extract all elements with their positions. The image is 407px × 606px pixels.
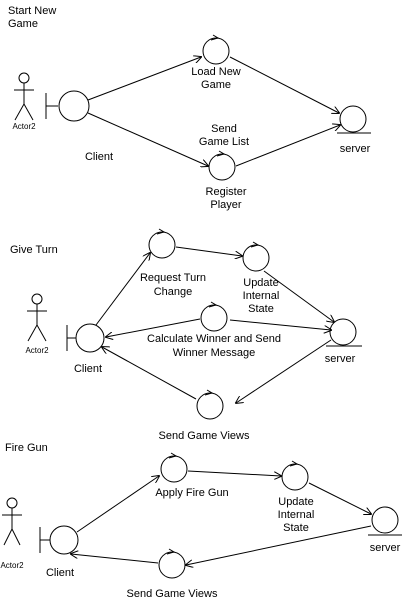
control-label-register-player: Player — [210, 199, 242, 211]
control-icon — [158, 548, 186, 579]
association-arrow — [235, 125, 340, 167]
actor-icon — [27, 293, 47, 342]
association-arrow — [102, 347, 197, 400]
association-arrow — [263, 270, 334, 322]
server-label: server — [340, 143, 371, 155]
association-arrow — [229, 319, 331, 330]
server-entity-icon — [326, 318, 362, 347]
section-title: Give Turn — [10, 244, 58, 256]
control-label-load-new-game: Load New — [191, 66, 241, 78]
section-start-new-game: Start New Game Actor2 Client server — [8, 5, 371, 211]
association-arrow — [87, 112, 208, 166]
server-label: server — [370, 542, 401, 554]
control-label-update-internal-state: Internal — [278, 509, 315, 521]
control-label-request-turn-change: Change — [154, 286, 193, 298]
client-label: Client — [85, 151, 113, 163]
association-arrow — [236, 339, 332, 403]
association-arrow — [229, 56, 339, 113]
association-arrow — [106, 318, 201, 337]
actor-label: Actor2 — [12, 122, 36, 131]
client-boundary-icon — [45, 90, 90, 122]
section-title: Fire Gun — [5, 442, 48, 454]
client-boundary-icon — [66, 323, 105, 353]
server-label: server — [325, 353, 356, 365]
control-label-update-internal-state: Update — [278, 496, 313, 508]
message-label-send-game-list: Game List — [199, 136, 249, 148]
actor-icon — [14, 72, 34, 121]
client-label: Client — [74, 363, 102, 375]
section-title-line-2: Game — [8, 18, 38, 30]
section-title-line-1: Start New — [8, 5, 56, 17]
control-icon — [196, 389, 224, 420]
association-arrow — [186, 525, 372, 565]
control-label-apply-fire-gun: Apply Fire Gun — [155, 487, 228, 499]
control-icon — [242, 241, 270, 272]
control-label-register-player: Register — [206, 186, 247, 198]
control-label-send-game-views: Send Game Views — [159, 430, 250, 442]
control-icon — [148, 228, 176, 259]
actor-label: Actor2 — [0, 561, 24, 570]
association-arrow — [95, 253, 150, 326]
control-icon — [208, 150, 236, 181]
control-label-send-game-views: Send Game Views — [127, 588, 218, 600]
association-arrow — [175, 246, 242, 256]
control-label-update-internal-state: State — [283, 522, 309, 534]
server-entity-icon — [368, 506, 402, 536]
association-arrow — [87, 57, 201, 101]
server-entity-icon — [337, 105, 371, 134]
control-label-request-turn-change: Request Turn — [140, 272, 206, 284]
control-label-update-internal-state: Update — [243, 277, 278, 289]
control-label-update-internal-state: Internal — [243, 290, 280, 302]
control-label-calculate-winner: Calculate Winner and Send — [147, 333, 281, 345]
client-boundary-icon — [39, 525, 79, 555]
control-label-update-internal-state: State — [248, 303, 274, 315]
control-icon — [281, 460, 309, 491]
association-arrow — [71, 554, 159, 564]
message-label-send-game-list: Send — [211, 123, 237, 135]
control-icon — [202, 34, 230, 65]
association-arrow — [76, 476, 159, 533]
control-icon — [200, 301, 228, 332]
control-label-calculate-winner: Winner Message — [173, 347, 256, 359]
association-arrow — [187, 470, 281, 476]
control-label-load-new-game: Game — [201, 79, 231, 91]
actor-label: Actor2 — [25, 346, 49, 355]
control-icon — [160, 452, 188, 483]
section-give-turn: Give Turn Actor2 Client server — [10, 228, 362, 442]
section-fire-gun: Fire Gun Actor2 Client server — [0, 442, 402, 600]
client-label: Client — [46, 567, 74, 579]
actor-icon — [2, 497, 22, 546]
association-arrow — [308, 482, 371, 514]
